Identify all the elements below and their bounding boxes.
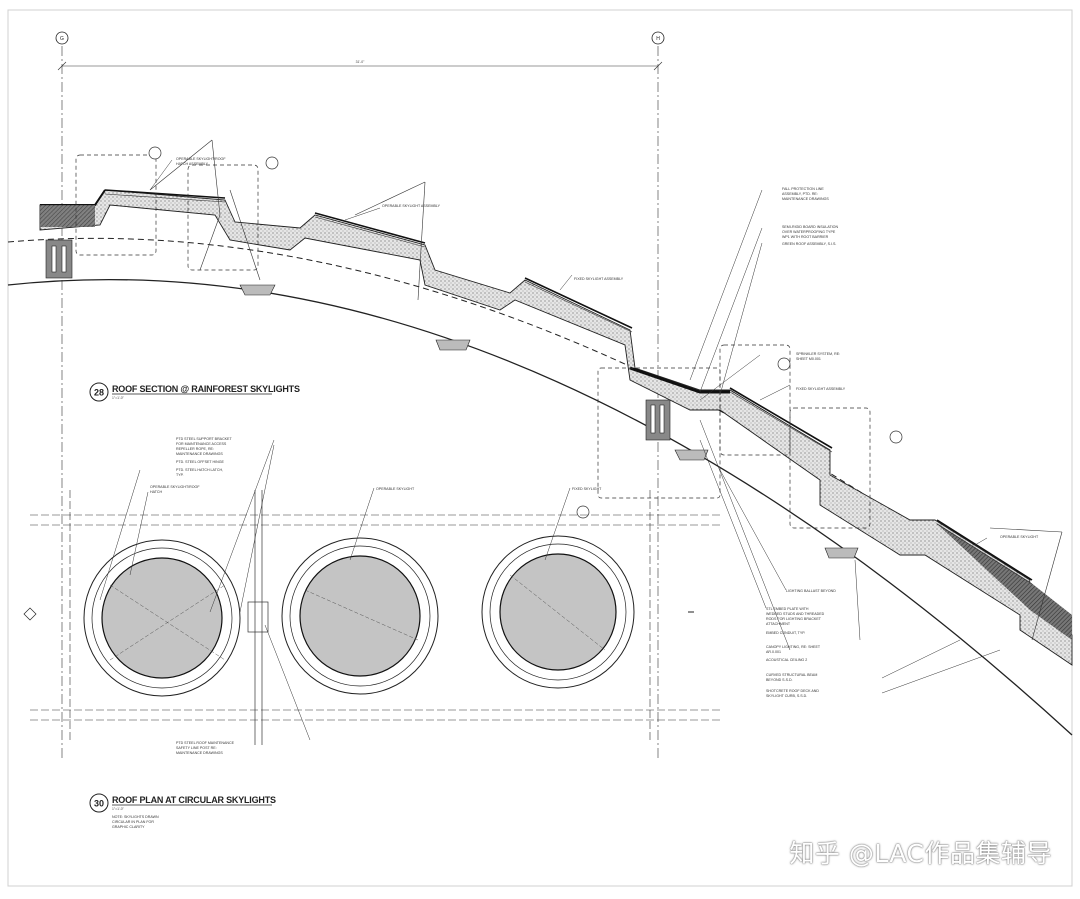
callout-acoustical: ACOUSTICAL CEILING 2 [766,658,807,662]
callout-lighting-ballast: LIGHTING BALLAST BEYOND [786,589,836,593]
callout-hatch-latch-1: PTD. STEEL HATCH LATCH, [176,468,223,472]
roof-plan-30: PTD STEEL SUPPORT BRACKET FOR MAINTENANC… [23,437,720,829]
callout-plan-operable-skylight: OPERABLE SKYLIGHT [376,487,415,491]
callout-plan-fixed-skylight: FIXED SKYLIGHT [572,487,602,491]
light-fixtures [239,284,859,559]
section-30-title: ROOF PLAN AT CIRCULAR SKYLIGHTS [112,795,276,805]
callout-plan-operable-hatch-1: OPERABLE SKYLIGHT/ROOF [150,485,200,489]
circular-skylight-3 [481,535,635,689]
section-28-bubble [89,382,109,402]
callout-hatch-latch-2: TYP. [176,473,184,477]
callout-operable-skylight: OPERABLE SKYLIGHT ASSEMBLY [382,204,441,208]
detail-tags [148,146,903,519]
callout-embed-plate-1: STL EMBED PLATE WITH [766,607,809,611]
callout-canopy-lighting-1: CANOPY LIGHTING, RE: SHEET [766,645,821,649]
ceiling-arc [7,279,1073,736]
callout-embed-plate-2: WEDDED STUDS AND THREADED [766,612,825,616]
section-28-scale: 1"=1'-0" [112,396,125,400]
callout-embed-plate-3: RODS FOR LIGHTING BRACKET [766,617,822,621]
skylight-panel-2 [314,212,426,244]
callout-roof-deck-2: SKYLIGHT CURB, S.S.D. [766,694,807,698]
callout-insulation-2: OVER WATERPROOFING TYPE [782,230,836,234]
callout-support-bracket-3: REPELLER ROPE, RE: [176,447,214,451]
callout-safety-line-3: MAINTENANCE DRAWINGS [176,751,223,755]
section-28-number: 28 [94,388,104,398]
callout-safety-line-2: SAFETY LINE POST RE: [176,746,217,750]
detail-bubbles [75,154,871,529]
callout-operable-skylight-lower: OPERABLE SKYLIGHT [1000,535,1039,539]
sheet-border [7,9,1073,887]
callout-operable-hatch-2: HATCH ASSEMBLY [176,162,209,166]
callout-fall-protection-2: ASSEMBLY, PTD. RE: [782,192,818,196]
callout-fall-protection-1: FALL PROTECTION LINE [782,187,824,191]
plan-note-3: GRAPHIC CLARITY [112,825,145,829]
callout-plan-operable-hatch-2: HATCH [150,490,163,494]
callout-conduit: EMBED CONDUIT, TYP. [766,631,805,635]
grid-bubble-h: H [651,31,665,45]
callout-embed-plate-4: ATTACHMENT [766,622,791,626]
skylight-panel-4 [729,387,833,449]
callout-fixed-skylight-mid: FIXED SKYLIGHT ASSEMBLY [796,387,846,391]
callout-offset-hinge: PTD. STEEL OFFSET HINGE [176,460,225,464]
hatch-struts [149,139,1063,641]
skylight-panel-1 [104,189,226,199]
plan-note-1: NOTE: SKYLIGHTS DRAWN [112,815,159,819]
section-30-scale: 1"=1'-0" [112,807,125,811]
callout-insulation-1: SEMI-RIGID BOARD INSULATION [782,225,838,229]
callout-insulation-3: WP1 WITH ROOT BARRIER [782,235,829,239]
callout-support-bracket-2: FOR MAINTENANCE ACCESS [176,442,227,446]
watermark: 知乎 @LAC作品集辅导 [789,839,1052,868]
callout-roof-deck-1: SHOTCRETE ROOF DECK AND [766,689,819,693]
section-28-title: ROOF SECTION @ RAINFOREST SKYLIGHTS [112,384,300,394]
grid-label-g: G [60,36,64,42]
skylight-panel-3 [524,277,633,329]
skylight-panel-5 [936,519,1033,581]
callout-support-bracket-4: MAINTENANCE DRAWINGS [176,452,223,456]
grid-dimension: 31'-0" [356,60,365,64]
callout-fall-protection-3: MAINTENANCE DRAWINGS [782,197,829,201]
roof-section-28: OPERABLE SKYLIGHT/ROOF HATCH ASSEMBLY OP… [7,139,1073,736]
skylight-panels [104,189,1033,581]
plan-note-2: CIRCULAR IN PLAN FOR [112,820,154,824]
steel-brackets [45,239,671,441]
green-roof-assembly [39,189,1073,666]
section-marker-left [23,607,37,621]
callout-fixed-skylight-upper: FIXED SKYLIGHT ASSEMBLY [574,277,624,281]
section-30-number: 30 [94,799,104,809]
callout-green-roof: GREEN ROOF ASSEMBLY, S.I.S. [782,242,836,246]
callout-support-bracket-1: PTD STEEL SUPPORT BRACKET [176,437,232,441]
callout-sprinkler-1: SPRINKLER SYSTEM, RE: [796,352,840,356]
callout-curved-beam-1: CURVED STRUCTURAL BEAM [766,673,817,677]
callout-curved-beam-2: BEYOND S.S.D. [766,678,793,682]
callout-leaders [149,159,1001,694]
callout-sprinkler-2: SHEET M0.001 [796,357,821,361]
callout-canopy-lighting-2: AR.0.001 [766,650,781,654]
grid-bubble-g: G [55,31,69,45]
callout-operable-hatch-1: OPERABLE SKYLIGHT/ROOF [176,157,226,161]
beam-arc [7,237,1073,641]
callout-safety-line-1: PTD STEEL ROOF MAINTENANCE [176,741,235,745]
section-30-bubble [89,793,109,813]
circular-skylight-2 [281,537,439,695]
grid-label-h: H [656,36,660,42]
circular-skylight-1 [83,539,241,697]
